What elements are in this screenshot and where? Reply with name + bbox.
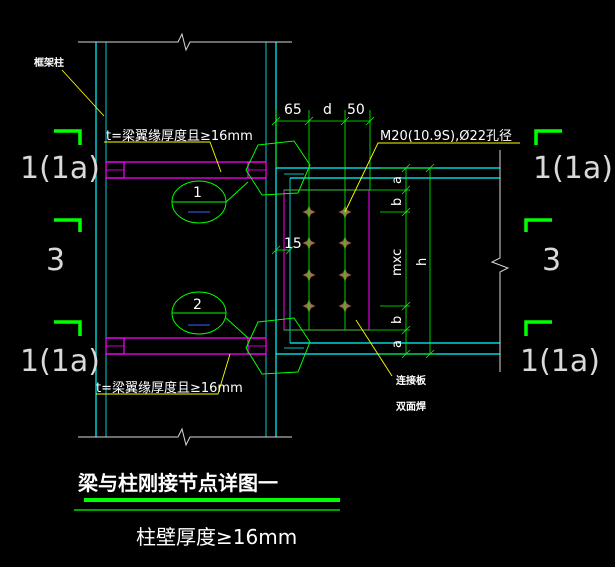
- dim-d: d: [323, 102, 332, 118]
- stiffener-top: [105, 161, 267, 179]
- section-mark-bottom-left: 1(1a): [20, 344, 100, 379]
- dim-b-bottom: b: [390, 316, 405, 324]
- detail-marks: [171, 140, 311, 375]
- section-mark-mid-right: 3: [542, 243, 561, 278]
- column-label: 框架柱: [34, 56, 64, 69]
- stiffener-top-note: t=梁翼缘厚度且≥16mm: [106, 128, 253, 144]
- title-underline: [74, 498, 340, 511]
- connection-plate: [283, 189, 370, 331]
- break-line-bottom: [78, 427, 292, 447]
- stiffener-bottom-note: t=梁翼缘厚度且≥16mm: [96, 380, 243, 396]
- drawing-subtitle: 柱壁厚度≥16mm: [136, 525, 297, 549]
- column: [95, 42, 277, 437]
- section-mark-mid-left: 3: [46, 243, 65, 278]
- bolt-spec: M20(10.9S),Ø22孔径: [380, 129, 512, 144]
- bolt-group: [302, 205, 352, 313]
- dim-h: h: [415, 258, 430, 266]
- detail-mark-1-number: 1: [193, 185, 202, 201]
- section-mark-lines: [54, 129, 562, 336]
- beam: [276, 167, 500, 355]
- dimension-lines: [271, 110, 436, 359]
- section-mark-bottom-right: 1(1a): [520, 344, 600, 379]
- detail-mark-2-number: 2: [193, 297, 202, 313]
- plate-label-2: 双面焊: [396, 400, 426, 413]
- break-line-top: [78, 32, 292, 52]
- section-mark-top-right: 1(1a): [533, 151, 613, 186]
- dim-b-top: b: [390, 198, 405, 206]
- dim-15: 15: [284, 236, 302, 252]
- drawing-title: 梁与柱刚接节点详图一: [77, 471, 278, 495]
- dim-65: 65: [284, 102, 302, 118]
- leader-lines: [61, 69, 520, 395]
- dim-a-bottom: a: [390, 340, 405, 348]
- stiffener-bottom: [105, 337, 267, 355]
- beam-break-line: [490, 150, 510, 372]
- plate-label: 连接板: [396, 374, 427, 387]
- dimension-texts: 65 d 50 15 a b mxc b a h: [284, 102, 430, 348]
- section-mark-top-left: 1(1a): [20, 151, 100, 186]
- dim-a-top: a: [390, 176, 405, 184]
- dim-50: 50: [347, 102, 365, 118]
- dim-mxc: mxc: [390, 249, 405, 276]
